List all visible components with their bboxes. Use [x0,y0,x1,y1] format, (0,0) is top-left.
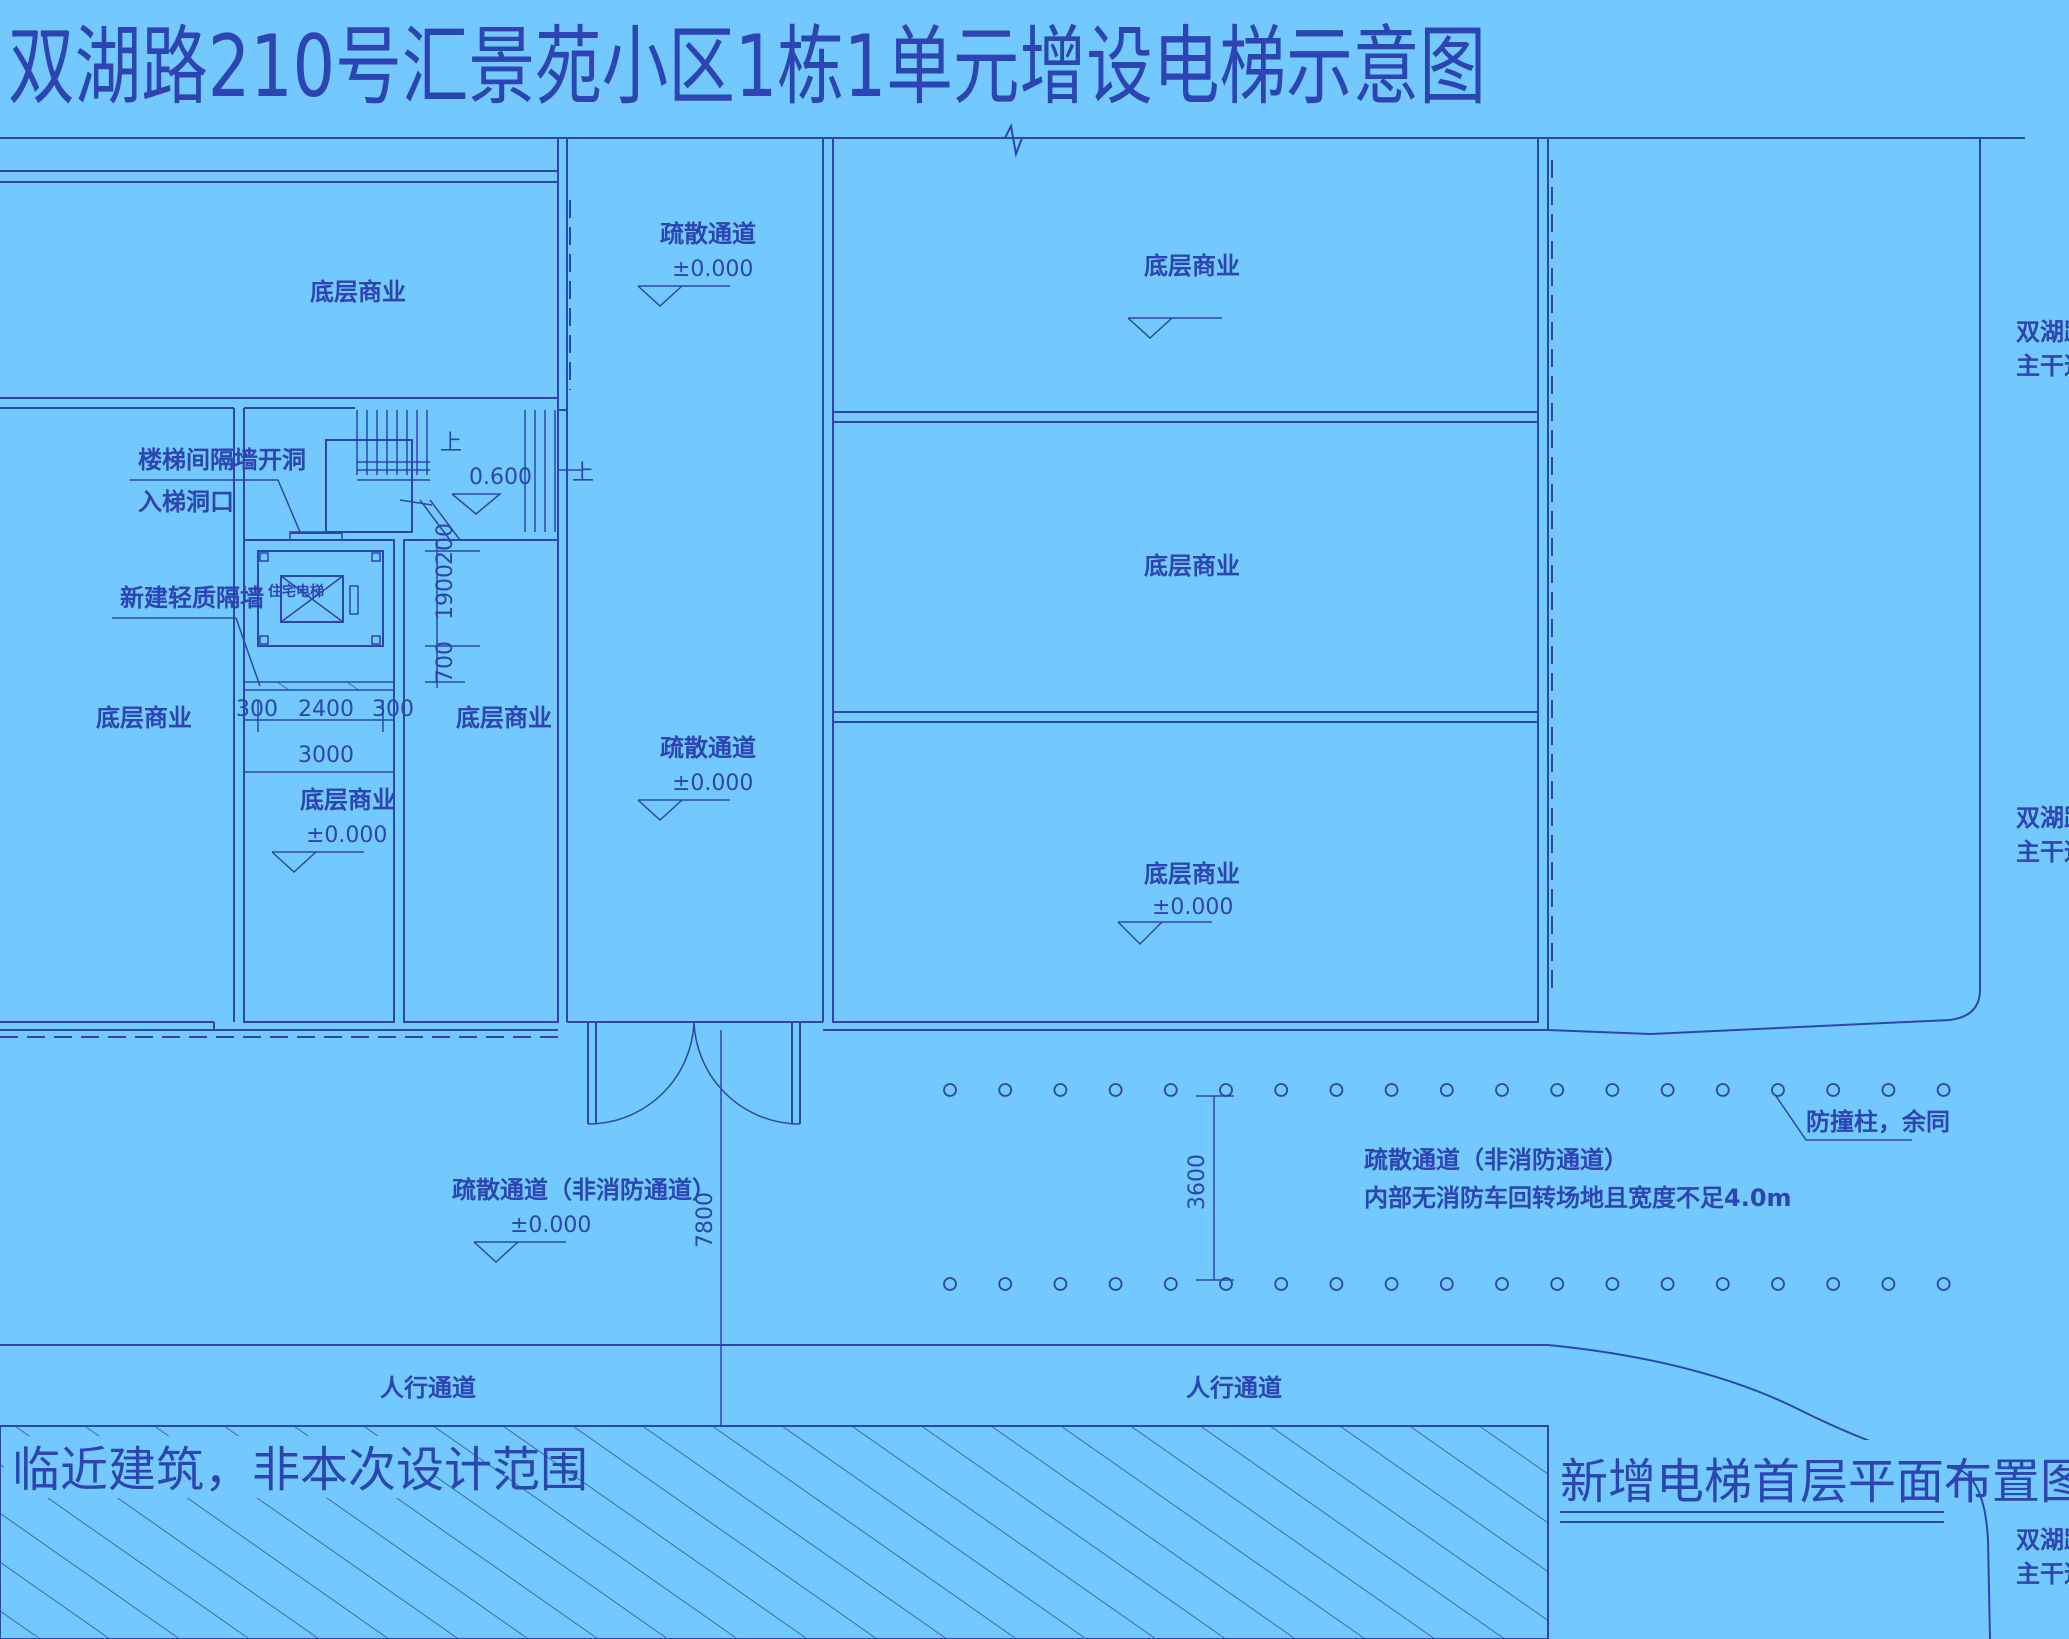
bollard-icon [1881,1083,1896,1097]
elevator-dimension-lines [243,539,480,780]
bollard-icon [943,1083,957,1097]
road-1-line1: 双湖路 [2016,318,2069,346]
bollard-icon [1826,1277,1841,1291]
elevator-shaft [243,531,395,691]
bollard-icon [1274,1277,1289,1291]
room-shop-c: 底层商业 [96,704,192,732]
passage-b-label: 疏散通道 [660,734,756,762]
bollard-icon [1550,1277,1565,1291]
dim-200: 200 [433,523,458,565]
walkway-left-label: 人行通道 [380,1374,476,1402]
bollard-icon [1715,1083,1730,1097]
road-2-line2: 主干道 [2016,838,2069,866]
passage-3600-dimension [1196,1095,1234,1281]
bollard-icon [1660,1277,1675,1291]
bollard-icon [1053,1277,1068,1291]
bollard-icon [1053,1083,1068,1097]
passage-a-label: 疏散通道 [660,220,756,248]
road-1-line2: 主干道 [2016,352,2069,380]
bollard-icon [998,1083,1013,1097]
note-adjacent-building: 临近建筑，非本次设计范围 [12,1442,588,1498]
bollard-icon [1771,1277,1785,1291]
elev-passage-a: ±0.000 [672,257,753,282]
dim-700: 700 [433,641,458,683]
room-shop-g: 底层商业 [1144,860,1240,888]
bollard-icon [1384,1277,1399,1291]
bollard-icon [998,1277,1013,1291]
bollard-icon [1495,1083,1509,1097]
bollard-icon [1274,1083,1289,1097]
road-3-line2: 主干道 [2016,1560,2069,1588]
bollard-icon [1936,1277,1951,1291]
passage-c-label: 疏散通道（非消防通道） [452,1176,716,1204]
note-new-partition: 新建轻质隔墙 [120,584,264,612]
note-bollards: 防撞柱，余同 [1806,1108,1950,1136]
room-shop-a: 底层商业 [310,278,406,306]
note-passage-width: 内部无消防车回转场地且宽度不足4.0m [1364,1184,1792,1212]
bollard-icon [1329,1083,1344,1097]
bollard-icon [1219,1083,1233,1097]
stair [325,410,582,541]
diagram-title: 双湖路210号汇景苑小区1栋1单元增设电梯示意图 [8,17,1486,117]
landing-elevation: 0.600 [469,465,532,490]
elev-shop-g: ±0.000 [1152,895,1233,920]
dim-1900: 1900 [433,564,458,620]
room-shop-d: 底层商业 [456,704,552,732]
bollard-icon [1826,1083,1841,1097]
elevator-label: 住宅电梯 [268,583,324,600]
dim-3600: 3600 [1185,1154,1210,1210]
walkway-right-label: 人行通道 [1186,1374,1282,1402]
bollard-icon [943,1277,957,1291]
dim-3000: 3000 [298,743,354,768]
dim-2400: 2400 [298,697,354,722]
elev-passage-c: ±0.000 [510,1213,591,1238]
stair-up-label: 上 [440,431,462,456]
room-shop-e: 底层商业 [1144,252,1240,280]
note-stair-wall-opening: 楼梯间隔墙开洞 [138,446,306,474]
bollard-icon [1715,1277,1730,1291]
diagram-subtitle: 新增电梯首层平面布置图 [1560,1454,2069,1510]
bollard-icon [1108,1277,1123,1291]
bollard-icon [1495,1277,1509,1291]
stair-up-label-2: 上 [572,461,594,486]
bollard-icon [1384,1083,1399,1097]
road-2-line1: 双湖路 [2016,804,2069,832]
bollard-icon [1439,1083,1454,1097]
bollard-icon [1163,1083,1178,1097]
road-3-line1: 双湖路 [2016,1526,2069,1554]
dim-300-left: 300 [236,697,278,722]
dim-300-right: 300 [372,697,414,722]
landing-elevation-marker [451,493,503,515]
passage-c-right-label: 疏散通道（非消防通道） [1364,1146,1628,1174]
bollard-icon [1219,1277,1233,1291]
bollard-icon [1660,1083,1675,1097]
bollard-icon [1605,1277,1620,1291]
title-baseline [0,122,2025,158]
elev-passage-b: ±0.000 [672,771,753,796]
bollard-icon [1108,1083,1123,1097]
bollard-icon [1605,1083,1620,1097]
dim-7800: 7800 [693,1192,718,1248]
bollard-icon [1771,1083,1785,1097]
note-elevator-entrance: 入梯洞口 [138,488,234,516]
room-shop-f: 底层商业 [1144,552,1240,580]
bollard-icon [1329,1277,1344,1291]
bollard-icon [1550,1083,1565,1097]
bollard-icon [1881,1277,1896,1291]
elev-shop-b: ±0.000 [306,823,387,848]
right-building [823,137,1981,1036]
bollard-icon [1936,1083,1951,1097]
room-shop-b: 底层商业 [300,786,396,814]
bollard-icon [1439,1277,1454,1291]
bollard-icon [1163,1277,1178,1291]
bollard-rows [943,1083,1951,1291]
